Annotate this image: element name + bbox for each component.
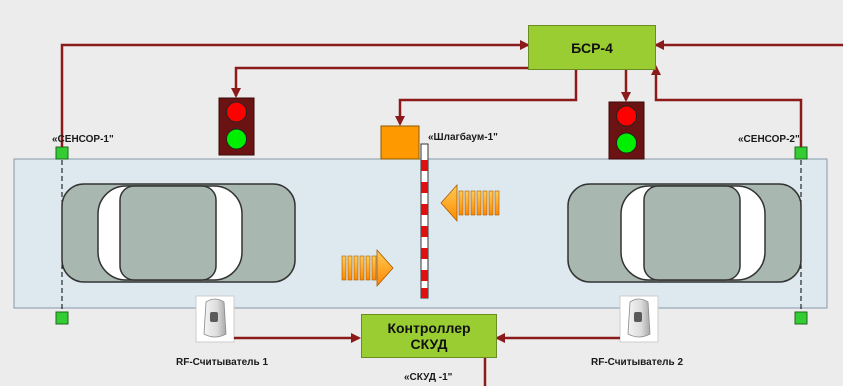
skud-label: «СКУД -1" [404, 372, 453, 383]
sensor-1-top-icon [55, 146, 69, 160]
car-right-icon [567, 183, 802, 283]
sensor2-label: «СЕНСОР-2" [738, 134, 800, 145]
bsr-label: БСР-4 [571, 39, 613, 56]
traffic-light-left-icon [218, 97, 255, 156]
controller-block: Контроллер СКУД [361, 314, 497, 358]
wire-sensor2-bsr [651, 65, 803, 147]
bsr-block: БСР-4 [528, 25, 656, 70]
sensor-1-bottom-icon [55, 311, 69, 325]
wire-sensor1-bsr [60, 40, 530, 147]
car-left-icon [61, 183, 296, 283]
traffic-light-right-icon [608, 101, 645, 160]
sensor-2-bottom-icon [794, 311, 808, 325]
wiring [60, 40, 843, 386]
wire-bsr-light-left [231, 66, 528, 98]
reader2-label: RF-Считыватель 2 [591, 357, 684, 368]
sensor-2-top-icon [794, 146, 808, 160]
barrier-motor-icon [380, 125, 420, 160]
barrier-label: «Шлагбаум-1" [428, 132, 498, 143]
controller-label-line2: СКУД [410, 336, 448, 352]
sensor1-label: «СЕНСОР-1" [52, 134, 114, 145]
card-reader-1-icon [195, 295, 235, 343]
reader1-label: RF-Считыватель 1 [176, 357, 269, 368]
wire-bsr-barrier [395, 70, 578, 126]
card-reader-2-icon [619, 295, 659, 343]
direction-arrow-right-icon [341, 248, 394, 288]
controller-label-line1: Контроллер [387, 320, 471, 336]
barrier-pole [420, 143, 429, 299]
direction-arrow-left-icon [440, 183, 500, 223]
